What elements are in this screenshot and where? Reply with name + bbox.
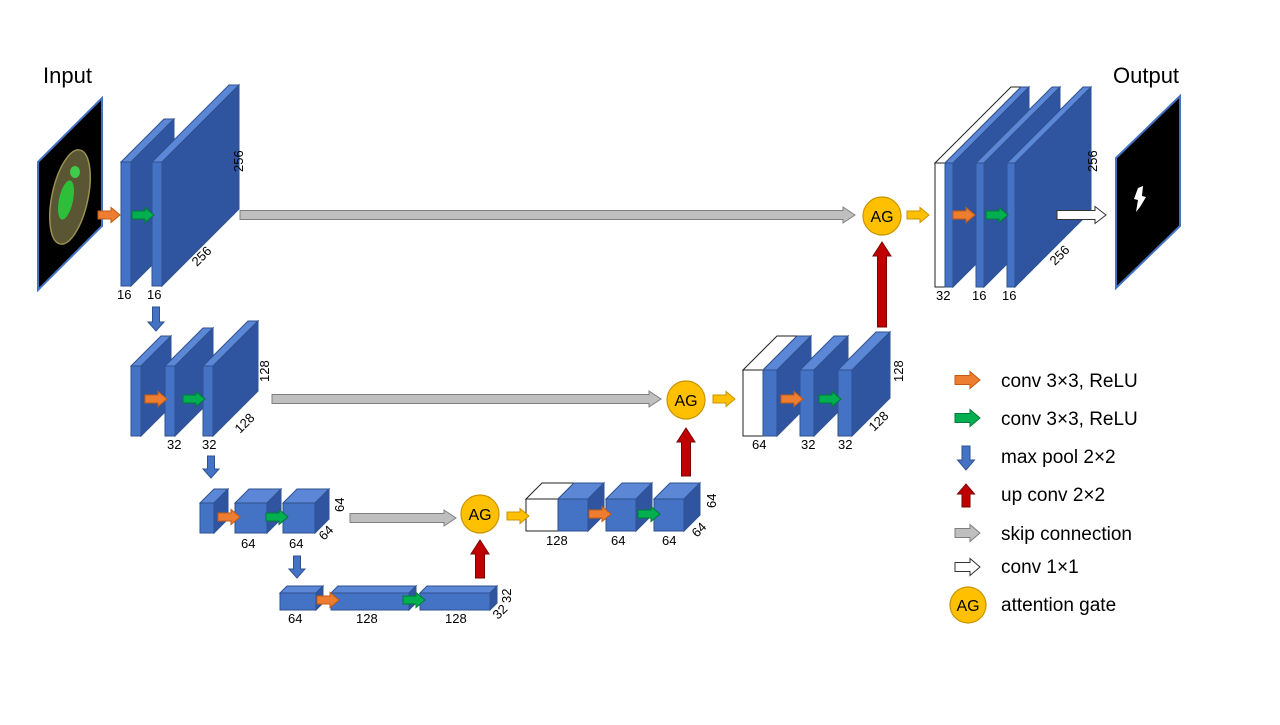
dec2-orange-arrow-icon xyxy=(780,390,804,408)
legend: conv 3×3, ReLU conv 3×3, ReLU max pool 2… xyxy=(949,371,1138,624)
enc2-block-a xyxy=(129,334,173,438)
pool-3-blue-down-arrow-icon xyxy=(287,555,307,579)
ag-1-label: AG xyxy=(870,209,893,226)
enc3-orange-arrow-icon xyxy=(217,508,241,526)
dim-enc3-h: 64 xyxy=(332,498,347,512)
legend-label-max-pool: max pool 2×2 xyxy=(1001,447,1116,468)
dim-enc1-ch-b: 16 xyxy=(147,287,161,302)
dim-dec1-ch-a: 32 xyxy=(936,288,950,303)
legend-blue-down-arrow-icon xyxy=(956,445,976,471)
skip-level2-arrow-icon xyxy=(271,390,662,408)
legend-label-skip: skip connection xyxy=(1001,524,1132,545)
enc3-green-arrow-icon xyxy=(265,508,289,526)
enc3-block-b xyxy=(233,487,283,535)
ag-circle-icon: AG xyxy=(949,586,987,624)
dim-enc1-h: 256 xyxy=(231,150,246,172)
legend-orange-arrow-icon xyxy=(954,370,981,390)
attention-gate-2: AG xyxy=(666,380,706,420)
upconv-3-red-up-arrow-icon xyxy=(872,241,892,328)
dim-enc3-ch-b: 64 xyxy=(289,536,303,551)
pool-1-blue-down-arrow-icon xyxy=(146,306,166,332)
upconv-1-red-up-arrow-icon xyxy=(470,539,490,579)
enc2-green-arrow-icon xyxy=(182,390,206,408)
legend-green-arrow-icon xyxy=(954,408,981,428)
dec3-block-a xyxy=(556,481,606,533)
dec2-block-a xyxy=(761,334,813,438)
dim-dec2-ch-b: 32 xyxy=(801,437,815,452)
legend-label-conv1x1: conv 1×1 xyxy=(1001,557,1079,578)
bott-green-arrow-icon xyxy=(402,591,426,609)
gate1-out-arrow-icon xyxy=(906,206,930,224)
legend-white-arrow-icon xyxy=(954,557,981,577)
dim-dec2-h: 128 xyxy=(891,360,906,382)
legend-label-attention-gate: attention gate xyxy=(1001,595,1116,616)
dim-enc1-ch-a: 16 xyxy=(117,287,131,302)
dim-dec3-ch-b: 64 xyxy=(611,533,625,548)
pool-2-blue-down-arrow-icon xyxy=(201,455,221,479)
enc2-orange-arrow-icon xyxy=(144,390,168,408)
conv1x1-white-arrow-icon xyxy=(1056,205,1107,225)
ag-2-label: AG xyxy=(674,393,697,410)
dim-dec3-h: 64 xyxy=(704,494,719,508)
dim-enc3-ch-a: 64 xyxy=(241,536,255,551)
legend-label-up-conv: up conv 2×2 xyxy=(1001,485,1105,506)
attention-gate-1: AG xyxy=(862,196,902,236)
dim-dec1-ch-c: 16 xyxy=(1002,288,1016,303)
dec2-green-arrow-icon xyxy=(818,390,842,408)
enc1-orange-arrow-icon xyxy=(97,206,121,224)
gate2-out-arrow-icon xyxy=(712,390,736,408)
dec1-orange-arrow-icon xyxy=(952,206,976,224)
connection-arrows xyxy=(97,205,1107,609)
bott-block-c xyxy=(418,584,499,612)
enc3-block-a xyxy=(198,487,230,535)
upconv-2-red-up-arrow-icon xyxy=(676,427,696,477)
enc1-green-arrow-icon xyxy=(131,206,155,224)
dec3-block-b xyxy=(604,481,654,533)
skip-level1-arrow-icon xyxy=(239,206,856,224)
bott-orange-arrow-icon xyxy=(316,591,340,609)
dec3-concat-block xyxy=(524,482,576,532)
dec2-concat-block xyxy=(741,335,799,437)
dec1-green-arrow-icon xyxy=(985,206,1009,224)
dim-enc2-ch-a: 32 xyxy=(167,437,181,452)
dim-dec2-ch-a: 64 xyxy=(752,437,766,452)
dim-bott-ch-b: 128 xyxy=(356,611,378,626)
dec2-block-c xyxy=(836,330,892,438)
dim-bott-h: 32 xyxy=(499,589,514,603)
legend-gray-arrow-icon xyxy=(954,523,981,543)
enc2-block-c xyxy=(201,319,260,438)
enc1-block-b xyxy=(150,83,241,288)
dec2-block-b xyxy=(798,334,850,438)
skip-level3-arrow-icon xyxy=(349,509,457,527)
legend-label-conv-orange: conv 3×3, ReLU xyxy=(1001,371,1138,392)
legend-ag-label: AG xyxy=(956,598,979,615)
dim-dec1-h: 256 xyxy=(1085,150,1100,172)
enc3-block-c xyxy=(281,487,331,535)
dim-bott-ch-c: 128 xyxy=(445,611,467,626)
dim-bott-ch-a: 64 xyxy=(288,611,302,626)
dec3-green-arrow-icon xyxy=(637,505,661,523)
input-image xyxy=(37,95,103,293)
dim-dec3-ch-c: 64 xyxy=(662,533,676,548)
legend-red-up-arrow-icon xyxy=(956,483,976,508)
output-title: Output xyxy=(1113,63,1179,88)
dim-dec1-ch-b: 16 xyxy=(972,288,986,303)
dim-enc2-ch-b: 32 xyxy=(202,437,216,452)
dec3-orange-arrow-icon xyxy=(588,505,612,523)
ag-3-label: AG xyxy=(468,507,491,524)
legend-label-conv-green: conv 3×3, ReLU xyxy=(1001,409,1138,430)
feature-map-blocks xyxy=(119,83,1093,612)
dim-dec3-ch-a: 128 xyxy=(546,533,568,548)
input-title: Input xyxy=(43,63,92,88)
output-image xyxy=(1115,93,1181,291)
dim-dec2-ch-c: 32 xyxy=(838,437,852,452)
gate3-out-arrow-icon xyxy=(506,507,530,525)
dim-enc2-h: 128 xyxy=(257,360,272,382)
attention-gate-3: AG xyxy=(460,494,500,534)
